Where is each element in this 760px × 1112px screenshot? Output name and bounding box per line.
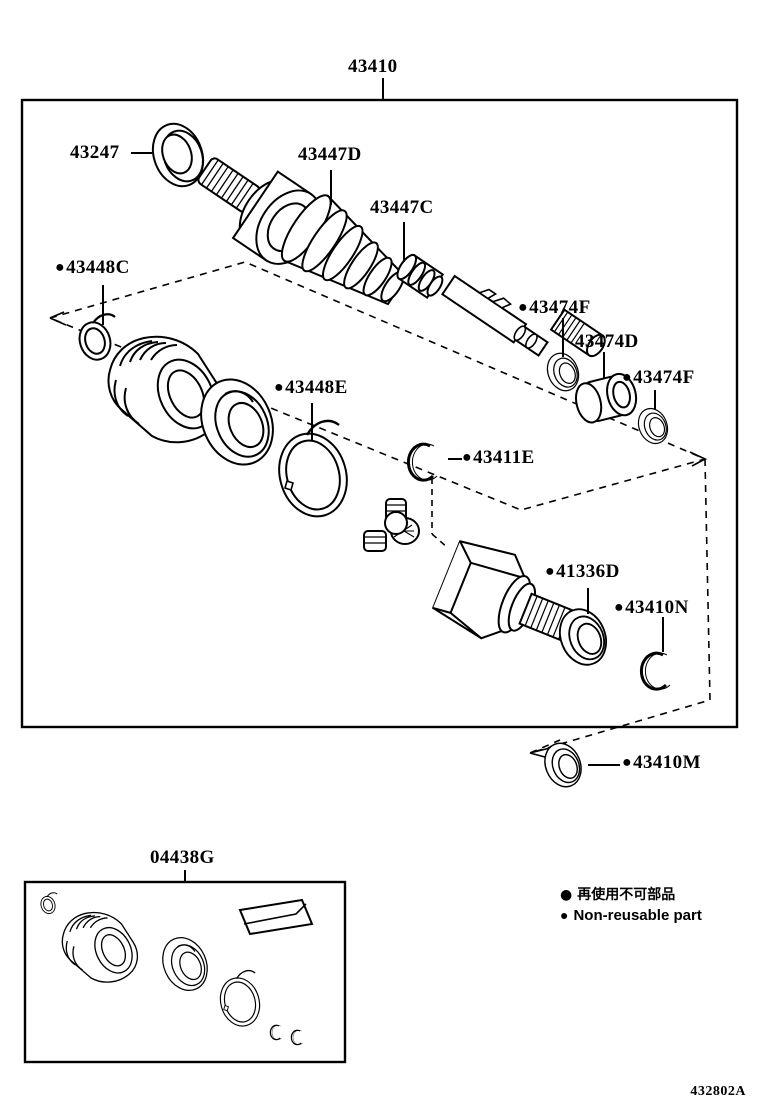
- label-43448C: 43448C: [55, 258, 130, 277]
- main-assembly-box: [20, 98, 739, 729]
- label-43411E: 43411E: [462, 448, 535, 467]
- label-43447D: 43447D: [298, 144, 362, 165]
- legend-english: Non-reusable part: [560, 905, 701, 926]
- legend-japanese: 再使用不可部品: [560, 885, 702, 905]
- part-43247-seal: [151, 122, 205, 188]
- part-43474F-ring-2: [632, 403, 674, 449]
- part-43410N-snapring: [639, 651, 672, 691]
- kit-contents: [38, 892, 314, 1046]
- part-tripod-spider: [363, 498, 420, 552]
- legend: 再使用不可部品 Non-reusable part: [560, 885, 702, 926]
- label-43447C: 43447C: [370, 197, 434, 218]
- sheet-code: 432802A: [690, 1084, 746, 1099]
- part-43474D-cup: [574, 372, 638, 424]
- label-43474F-1: 43474F: [518, 298, 591, 317]
- label-04438G: 04438G: [150, 847, 215, 868]
- label-43410N: 43410N: [614, 598, 689, 617]
- label-43410: 43410: [348, 56, 398, 77]
- label-41336D: 41336D: [545, 562, 620, 581]
- label-43448E: 43448E: [274, 378, 348, 397]
- label-43247: 43247: [70, 142, 120, 163]
- part-43448C-clamp: [73, 313, 117, 365]
- part-inboard-housing: [431, 540, 584, 645]
- label-43410M: 43410M: [622, 753, 701, 772]
- part-outboard-cv-joint: [197, 157, 606, 358]
- label-43474F-2: 43474F: [622, 368, 695, 387]
- label-43474D: 43474D: [575, 331, 639, 352]
- subassembly-dashed-tail: [529, 458, 711, 754]
